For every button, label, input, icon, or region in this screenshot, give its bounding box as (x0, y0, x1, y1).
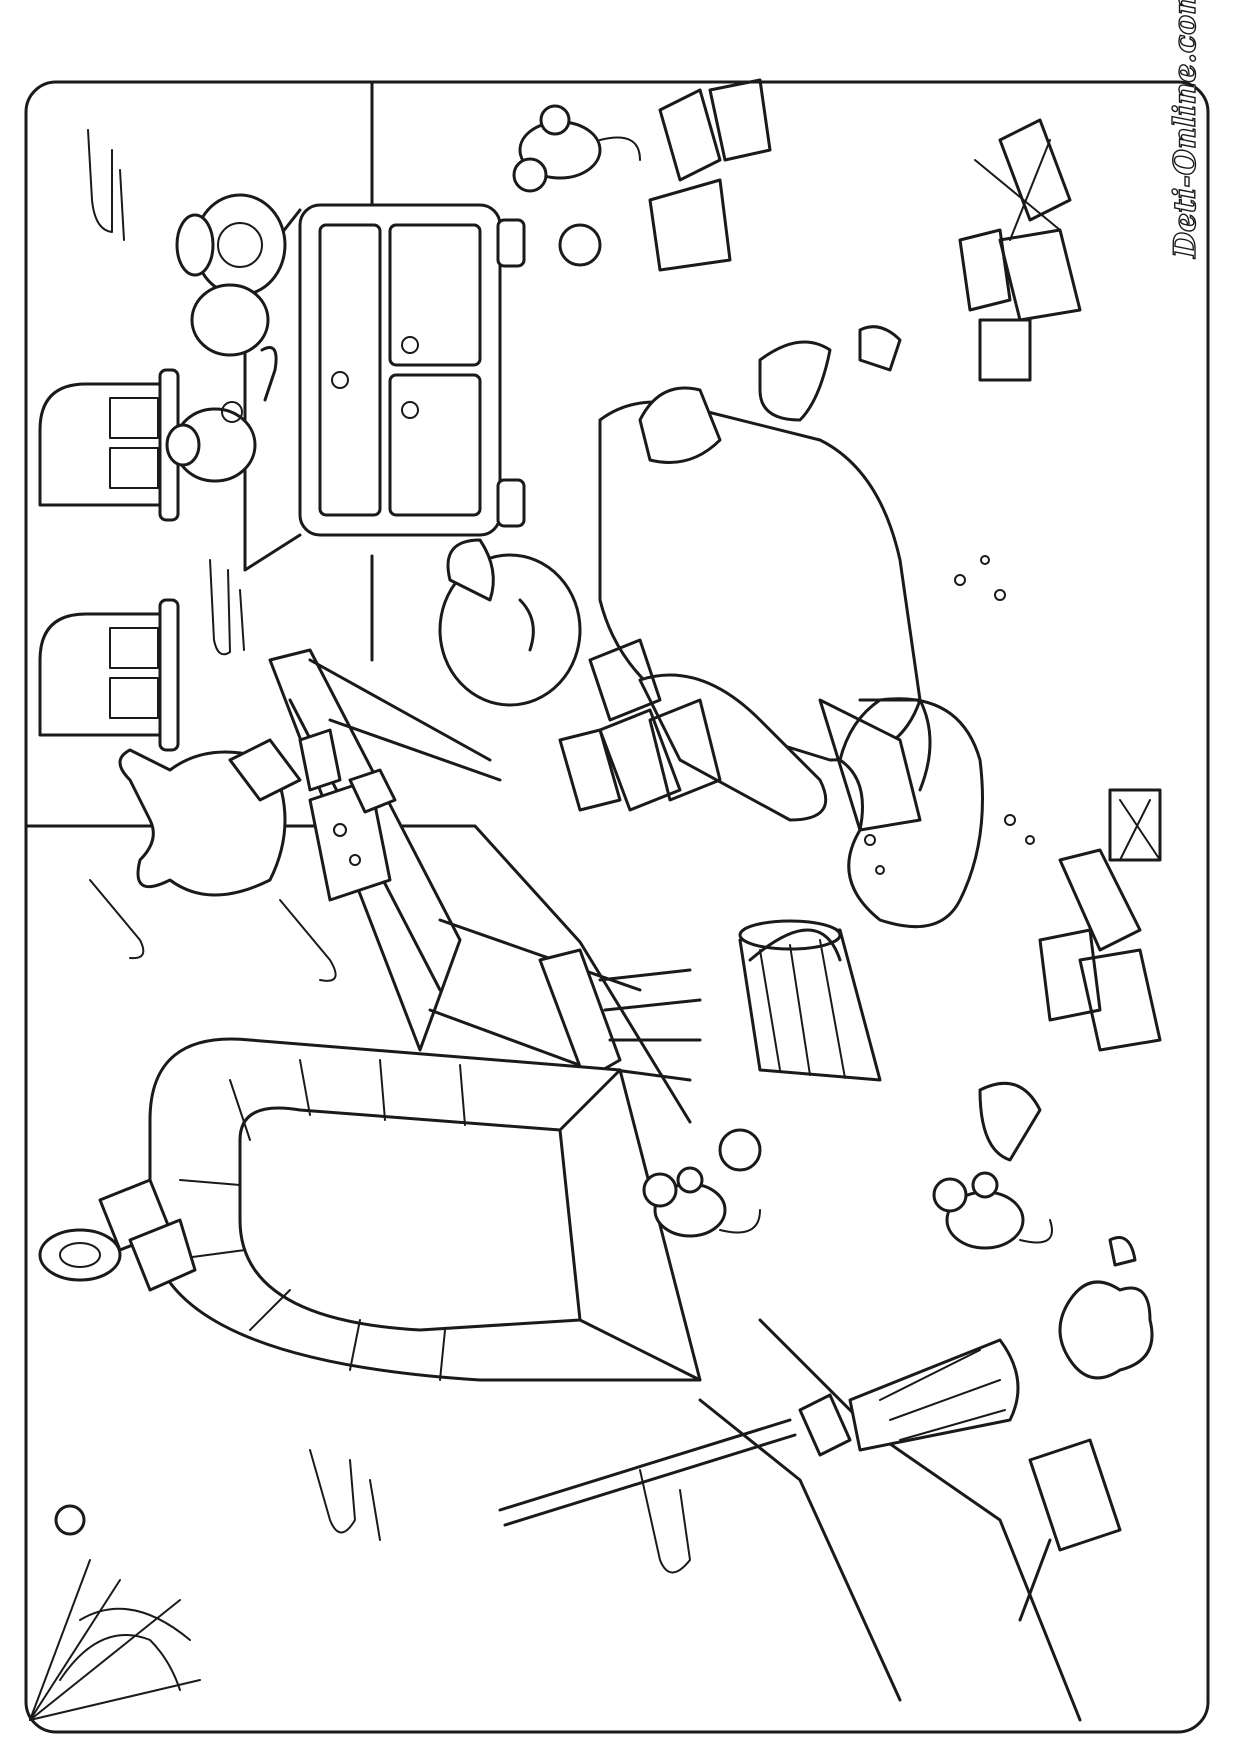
room-wall-lines (24, 80, 1082, 1722)
table-jug (118, 728, 342, 897)
mouse-floor (932, 1171, 1053, 1250)
watermark-text: Deti-Online.com (1167, 0, 1203, 259)
soap-puddle (838, 555, 1035, 929)
dustpan (1018, 1438, 1122, 1622)
mouse-top (512, 104, 641, 193)
brick-fireplace (148, 1037, 702, 1382)
wall-window-top (38, 368, 180, 522)
sparkle-marks (974, 139, 1161, 861)
table-cheese (308, 768, 397, 902)
girl-scrubbing-floor (438, 325, 932, 832)
floor-cheese (978, 1081, 1042, 1162)
page-frame (24, 80, 1210, 1734)
floor-tiles (558, 78, 1162, 1052)
apples (558, 223, 762, 1172)
watermark-logo: Deti-Online.com (1167, 0, 1208, 268)
shelf-jars (165, 193, 287, 483)
oil-lamp (38, 1178, 197, 1292)
cobweb (29, 1504, 201, 1721)
kitchen-cupboard (243, 203, 526, 572)
wooden-bucket (738, 919, 882, 1082)
stool (538, 948, 702, 1082)
mouse-fireplace (642, 1166, 761, 1238)
soap-foam (1058, 1236, 1154, 1380)
broom (498, 1338, 1020, 1527)
wall-window-bottom (38, 598, 180, 752)
